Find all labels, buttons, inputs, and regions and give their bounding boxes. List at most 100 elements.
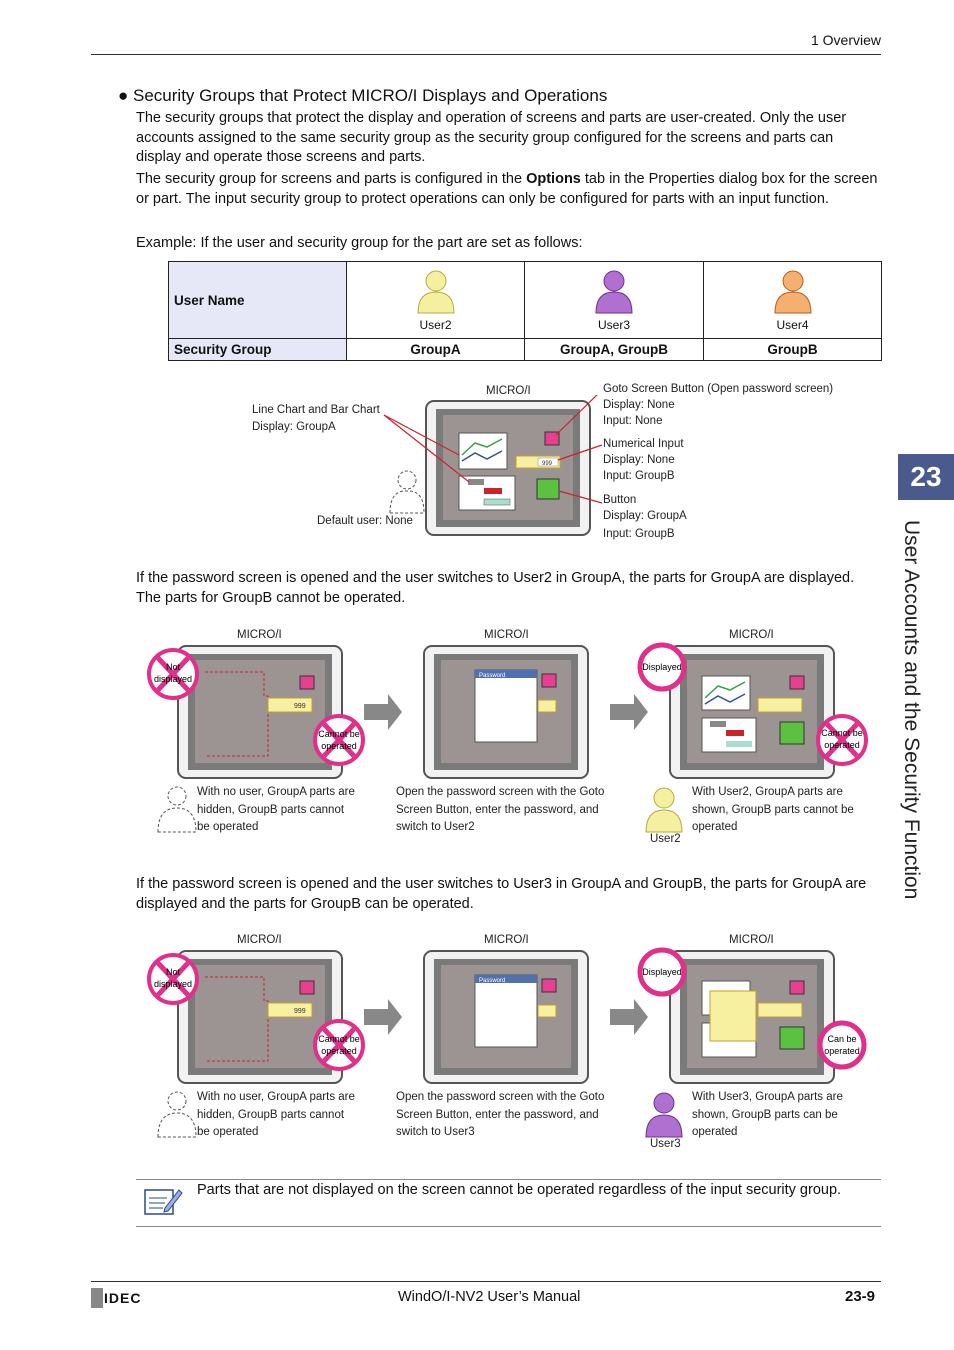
arrow-right-icon (610, 694, 648, 730)
numeric-input-value: 999 (294, 703, 306, 710)
default-user-icon (389, 470, 425, 514)
row1-caption-2: Open the password screen with the Goto S… (396, 786, 605, 833)
row2-caption-2: Open the password screen with the Goto S… (396, 1091, 605, 1138)
badge-text: Displayed (642, 967, 682, 977)
numinput-label: Numerical Input (603, 438, 684, 450)
line-chart-series (704, 681, 746, 699)
row1-caption-1: With no user, GroupA parts are hidden, G… (197, 786, 355, 833)
password-dialog (474, 974, 538, 1048)
group-cell: GroupB (703, 338, 882, 361)
bar-chart-bar (726, 730, 744, 736)
paragraph-2-c: tab in the Properties dialog box for the… (136, 171, 878, 207)
chapter-title-vertical: User Accounts and the Security Function (900, 520, 923, 900)
user-cell-user2: User2 (346, 261, 525, 339)
cross-icon (322, 722, 356, 758)
badge-text: displayed (154, 674, 192, 684)
numeric-input (267, 1002, 313, 1018)
section-title: ● Security Groups that Protect MICRO/I D… (118, 86, 607, 106)
group-cell: GroupA, GroupB (524, 338, 704, 361)
numinput-input: Input: GroupB (603, 470, 675, 482)
password-title-text: Password (479, 978, 505, 984)
micro-label: MICRO/I (237, 934, 282, 946)
user-avatar-icon (595, 270, 633, 314)
user2-label: User2 (650, 833, 681, 845)
user3-icon (645, 1092, 683, 1138)
paragraph-3: If the password screen is opened and the… (136, 570, 855, 606)
row-1-diagram: 999 Not displayed Cannot be operated Pas… (147, 642, 868, 833)
brand-logo: IDEC (104, 1290, 142, 1306)
cross-icon (156, 656, 190, 692)
goto-screen-button (299, 980, 315, 995)
bar-chart-bar (484, 488, 502, 494)
bar-chart-bar (483, 498, 511, 506)
line-chart-series (461, 438, 503, 456)
button-input: Input: GroupB (603, 528, 675, 540)
user-group-table: User Name User2 User3 User4 Security Gro… (168, 261, 882, 361)
badge-text: displayed (154, 979, 192, 989)
goto-input: Input: None (603, 415, 663, 427)
footer-divider (91, 1281, 881, 1282)
bar-chart-bar (726, 741, 752, 747)
note-divider-top (136, 1179, 881, 1180)
numeric-input-value: 999 (542, 461, 553, 467)
user-cell-user4: User4 (703, 261, 882, 339)
paragraph-2-a: The security group for screens and parts… (136, 171, 527, 187)
password-dialog-title (475, 670, 537, 678)
cross-icon (322, 1027, 356, 1063)
diagram-1-screen: 999 (383, 395, 603, 536)
default-user-icon (157, 786, 197, 833)
goto-screen-button (789, 675, 805, 690)
badge-text: Displayed (642, 662, 682, 672)
chapter-tab: 23 (898, 454, 954, 500)
note-pencil-icon (144, 1189, 183, 1215)
badge-text: Cannot be (318, 1034, 360, 1044)
row2-caption-1: With no user, GroupA parts are hidden, G… (197, 1091, 355, 1138)
badge-text: operated (321, 1046, 357, 1056)
header-section: 1 Overview (810, 32, 881, 48)
green-button (536, 478, 560, 500)
green-button (779, 721, 805, 745)
user-name: User4 (776, 318, 809, 332)
default-user-label: Default user: None (317, 515, 413, 527)
manual-title: WindO/I-NV2 User’s Manual (398, 1289, 581, 1305)
badge-text: operated (824, 1046, 860, 1056)
example-text: Example: If the user and security group … (136, 235, 583, 251)
goto-screen-button (789, 980, 805, 995)
leader-line (558, 490, 603, 504)
goto-screen-button (541, 978, 557, 993)
security-group-header: Security Group (168, 338, 347, 361)
badge-text: operated (321, 741, 357, 751)
user-name: User3 (597, 318, 630, 332)
bar-chart-bar (710, 721, 726, 727)
goto-screen-button (544, 431, 560, 446)
bullet-icon: ● (118, 86, 129, 105)
button-label: Button (603, 494, 637, 506)
header-divider (91, 54, 881, 55)
numeric-input (757, 1002, 803, 1018)
password-dialog (474, 669, 538, 743)
paragraph-4: If the password screen is opened and the… (136, 876, 867, 912)
numeric-keypad (709, 990, 757, 1042)
user-avatar-icon (773, 270, 812, 314)
numeric-input-field (537, 457, 559, 467)
section-title-text: Security Groups that Protect MICRO/I Dis… (133, 86, 608, 105)
password-dialog-title (475, 975, 537, 983)
group-cell: GroupA (346, 338, 525, 361)
can-operate-badge (817, 1020, 867, 1070)
password-title-text: Password (479, 673, 505, 679)
arrow-right-icon (364, 999, 402, 1035)
micro-label: MICRO/I (237, 629, 282, 641)
note-text: Parts that are not displayed on the scre… (197, 1182, 842, 1198)
micro-label: MICRO/I (729, 934, 774, 946)
page-number: 23-9 (845, 1288, 876, 1305)
badge-text: Cannot be (318, 729, 360, 739)
micro-label: MICRO/I (729, 629, 774, 641)
goto-screen-button (299, 675, 315, 690)
user-cell-user3: User3 (524, 261, 704, 339)
leader-line (383, 414, 460, 456)
default-user-icon (157, 1091, 197, 1138)
arrow-right-icon (610, 999, 648, 1035)
line-chart-display: Display: GroupA (252, 421, 336, 433)
badge-text: Not (166, 662, 181, 672)
idec-logo-mark (91, 1288, 103, 1308)
